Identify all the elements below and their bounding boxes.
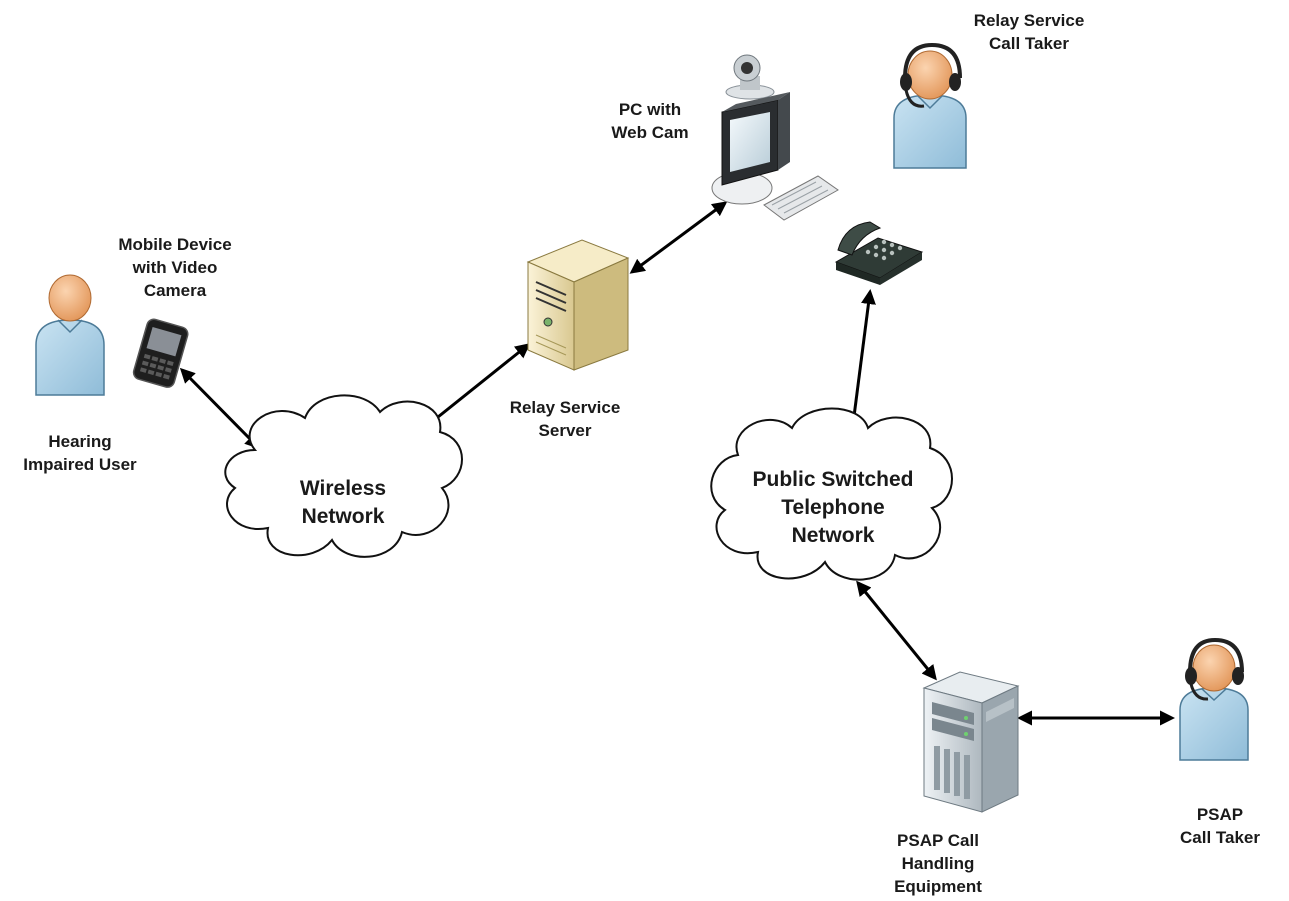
desk-phone-icon <box>834 221 924 285</box>
label-line: Wireless <box>299 477 387 500</box>
label-relay-call-taker: Relay Service Call Taker <box>944 9 1114 55</box>
label-line: PSAP <box>1196 805 1244 824</box>
person-icon <box>35 274 105 396</box>
label-psap-call-taker: PSAP Call Taker <box>1160 803 1280 849</box>
label-line: Public Switched <box>752 468 914 491</box>
label-wireless-network: Wireless Network <box>273 475 413 531</box>
label-line: Relay Service <box>973 11 1085 30</box>
arrow-mobile-wireless <box>179 367 261 450</box>
label-line: Network <box>791 524 875 547</box>
label-line: PSAP Call <box>897 831 979 850</box>
label-line: Call Taker <box>988 34 1069 53</box>
webcam-icon <box>725 54 775 100</box>
label-line: Server <box>538 421 592 440</box>
label-line: Relay Service <box>509 398 621 417</box>
label-line: Impaired User <box>23 455 137 474</box>
arrow-phone-pstn <box>846 289 876 435</box>
label-line: Mobile Device <box>118 235 232 254</box>
label-line: Call Taker <box>1179 828 1260 847</box>
wireless-network-cloud <box>224 394 463 558</box>
label-hearing-user: Hearing Impaired User <box>0 430 160 476</box>
label-line: Telephone <box>781 496 885 519</box>
label-line: PC with <box>618 100 682 119</box>
label-line: Network <box>301 505 385 528</box>
headset-person-icon <box>893 42 967 169</box>
label-line: Handling <box>901 854 975 873</box>
pc-icon <box>711 92 839 221</box>
label-pstn: Public Switched Telephone Network <box>733 466 933 550</box>
headset-person-icon <box>1179 637 1249 761</box>
arrow-server-pc <box>629 201 728 274</box>
label-line: Hearing <box>48 432 112 451</box>
label-mobile-device: Mobile Device with Video Camera <box>95 233 255 302</box>
arrow-pstn-psap <box>856 580 937 681</box>
label-line: Web Cam <box>611 123 689 142</box>
label-relay-server: Relay Service Server <box>480 396 650 442</box>
label-line: with Video <box>132 258 218 277</box>
rack-server-icon <box>922 671 1020 813</box>
label-line: Camera <box>143 281 207 300</box>
tower-server-icon <box>526 239 630 371</box>
pstn-cloud <box>710 407 953 581</box>
label-pc-webcam: PC with Web Cam <box>600 98 700 144</box>
label-psap-equipment: PSAP Call Handling Equipment <box>858 829 1018 898</box>
label-line: Equipment <box>894 877 982 896</box>
smartphone-icon <box>132 318 189 388</box>
